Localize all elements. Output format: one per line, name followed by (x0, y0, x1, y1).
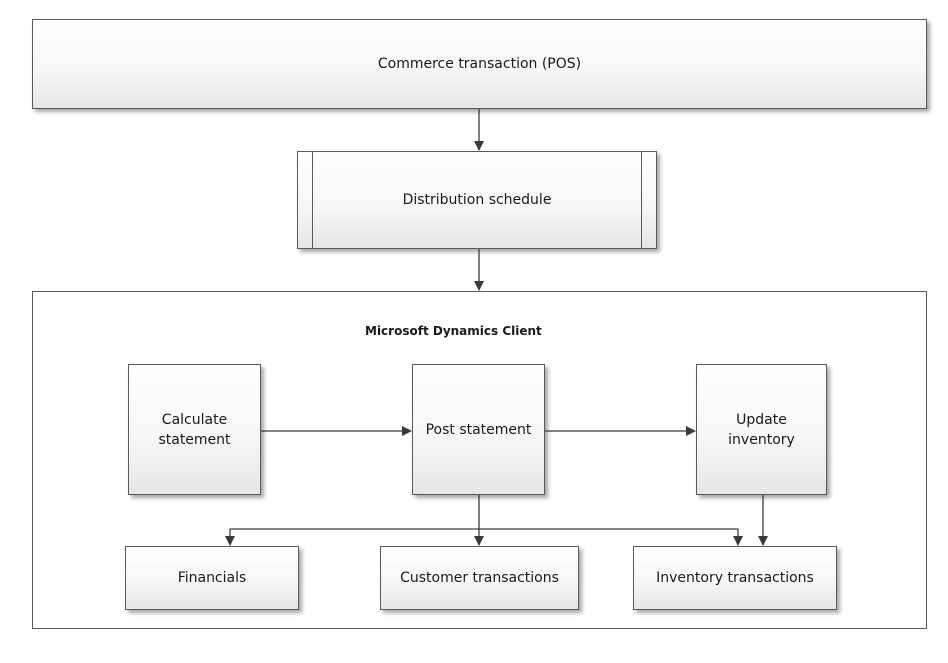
calculate-statement-label: Calculate statement (158, 411, 231, 448)
customer-transactions-label: Customer transactions (400, 570, 559, 586)
commerce-transaction-node: Commerce transaction (POS) (32, 19, 927, 109)
financials-node: Financials (125, 546, 299, 610)
update-inventory-node: Update inventory (696, 364, 827, 495)
process-bar-left (298, 152, 313, 248)
distribution-schedule-label: Distribution schedule (402, 192, 552, 208)
client-group-title: Microsoft Dynamics Client (365, 324, 542, 338)
update-inventory-label: Update inventory (728, 411, 795, 448)
inventory-transactions-node: Inventory transactions (633, 546, 837, 610)
distribution-schedule-node: Distribution schedule (297, 151, 657, 249)
post-statement-node: Post statement (412, 364, 545, 495)
commerce-transaction-label: Commerce transaction (POS) (377, 56, 582, 72)
calculate-statement-node: Calculate statement (128, 364, 261, 495)
process-bar-right (641, 152, 656, 248)
customer-transactions-node: Customer transactions (380, 546, 579, 610)
post-statement-label: Post statement (425, 421, 532, 438)
inventory-transactions-label: Inventory transactions (656, 570, 814, 586)
financials-label: Financials (177, 570, 247, 586)
